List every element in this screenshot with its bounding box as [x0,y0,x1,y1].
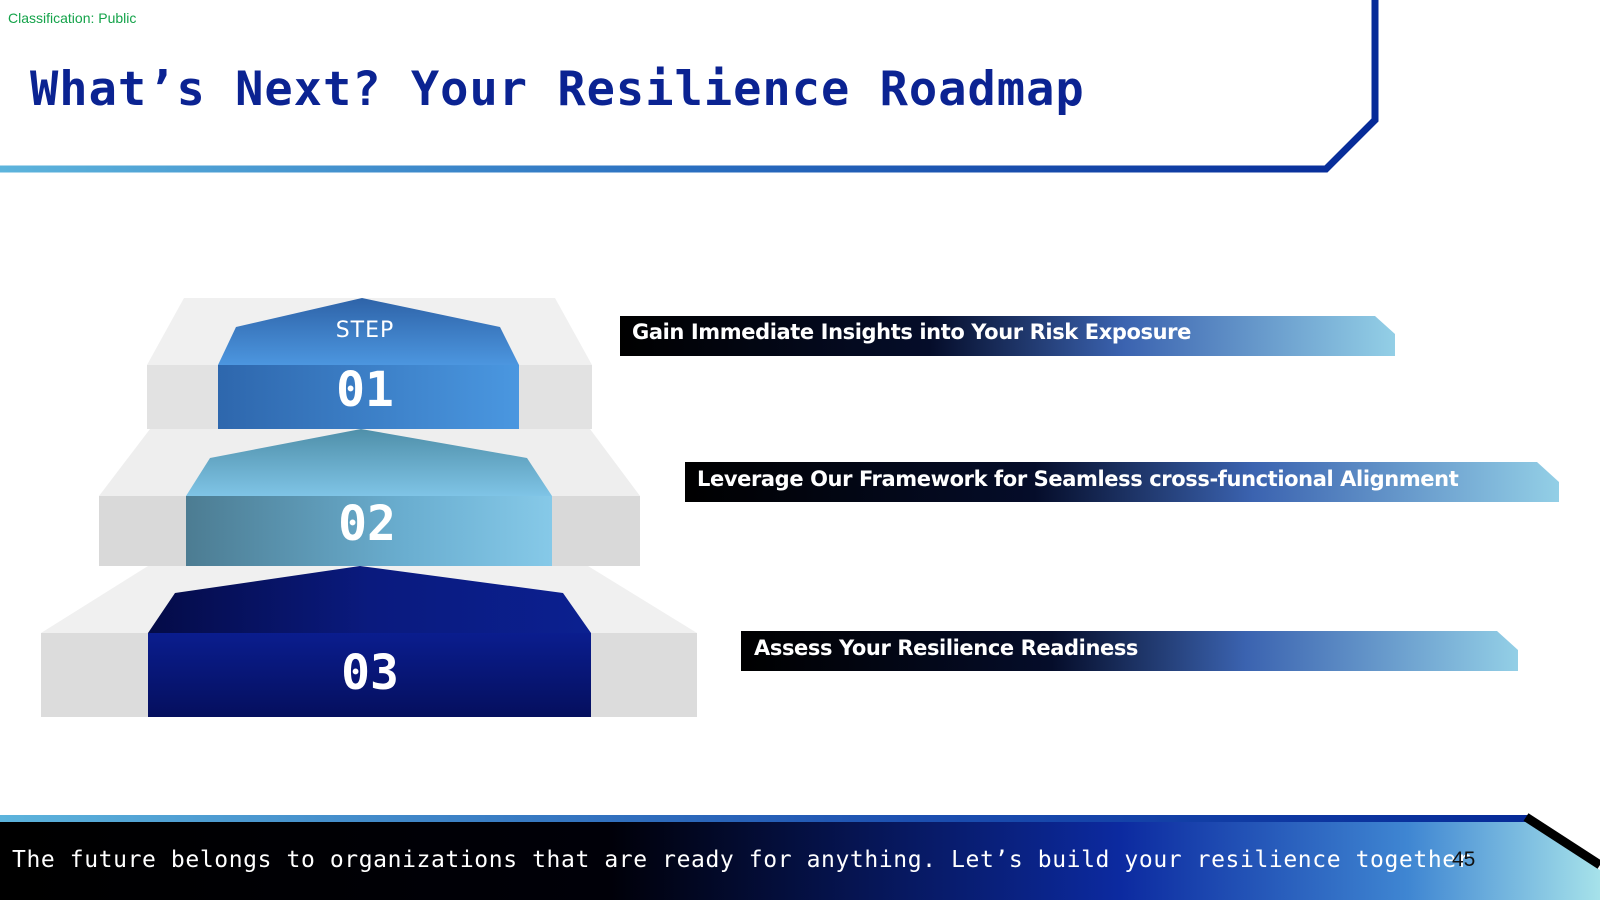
classification-label: Classification: Public [8,10,137,26]
step-01-number: 01 [336,362,394,418]
page-number: 45 [1452,848,1476,871]
step-word: STEP [335,318,395,343]
step-02-number: 02 [338,496,396,552]
footer-top-line [0,815,1530,823]
step-03-front [148,633,591,717]
footer-corner [1523,813,1600,869]
header-frame-line [0,0,1379,173]
step-03-banner [741,631,1518,671]
footer-tagline: The future belongs to organizations that… [12,847,1472,873]
step-02-cap [186,429,552,496]
step-03-text: Assess Your Resilience Readiness [754,636,1139,660]
step-01-cap [218,298,519,365]
step-03-cap [148,566,591,633]
step-02-banner [685,462,1559,502]
step-01-front [218,365,519,429]
step-03-number: 03 [341,645,399,701]
step-02-front [186,496,552,566]
footer-bar [0,822,1600,900]
step-01-text: Gain Immediate Insights into Your Risk E… [632,320,1191,344]
step-01-banner [620,316,1395,356]
step-02-text: Leverage Our Framework for Seamless cros… [697,467,1459,491]
slide-title: What’s Next? Your Resilience Roadmap [30,62,1085,117]
